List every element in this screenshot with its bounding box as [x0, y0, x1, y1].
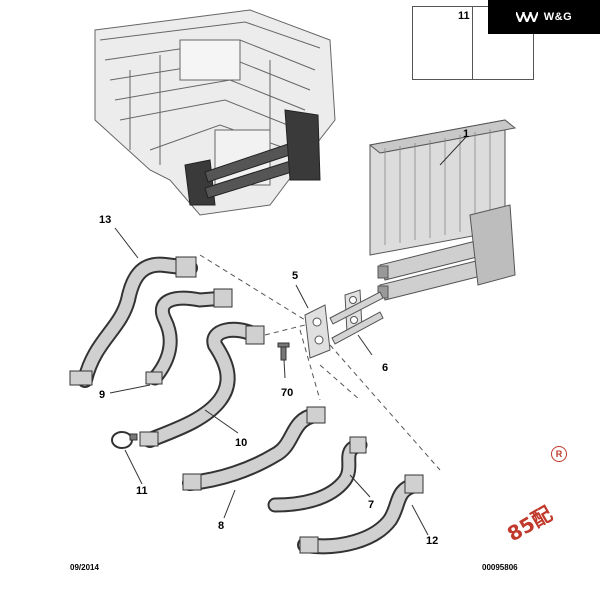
- heater-radiator: [368, 119, 517, 301]
- hose-part-8: [182, 406, 326, 491]
- callout-12: 12: [426, 535, 439, 547]
- callout-leaders: [109, 136, 467, 536]
- hose-part-10: [139, 321, 265, 448]
- hose-part-7: [267, 436, 368, 513]
- callout-5: 5: [292, 270, 299, 282]
- inset-callout-11: 11: [458, 10, 470, 22]
- callout-13: 13: [99, 214, 112, 226]
- footer-date: 09/2014: [70, 563, 99, 572]
- housing-pipe-connection: [184, 109, 321, 206]
- clamp-part-11: [111, 431, 138, 449]
- callout-7: 7: [368, 499, 375, 511]
- hose-part-13: [69, 256, 198, 388]
- callout-6: 6: [382, 362, 389, 374]
- callout-70: 70: [281, 387, 294, 399]
- gasket-part-5: [304, 304, 331, 359]
- brand-text: W&G: [543, 11, 573, 23]
- assembly-guide-lines: [199, 254, 441, 471]
- callout-11: 11: [136, 485, 148, 497]
- callout-10: 10: [235, 437, 248, 449]
- inset-divider: [472, 6, 473, 79]
- wg-chevrons-logo-icon: [515, 12, 538, 22]
- callout-8: 8: [218, 520, 225, 532]
- connecting-tubes: [329, 291, 384, 345]
- brand-badge: W&G: [488, 0, 600, 34]
- hose-part-12: [297, 474, 424, 555]
- callout-9: 9: [99, 389, 106, 401]
- hose-part-9: [145, 288, 233, 386]
- screw-part-70: [277, 342, 290, 361]
- registered-mark: R: [551, 446, 567, 462]
- callout-1: 1: [463, 128, 470, 140]
- footer-reference: 00095806: [482, 563, 518, 572]
